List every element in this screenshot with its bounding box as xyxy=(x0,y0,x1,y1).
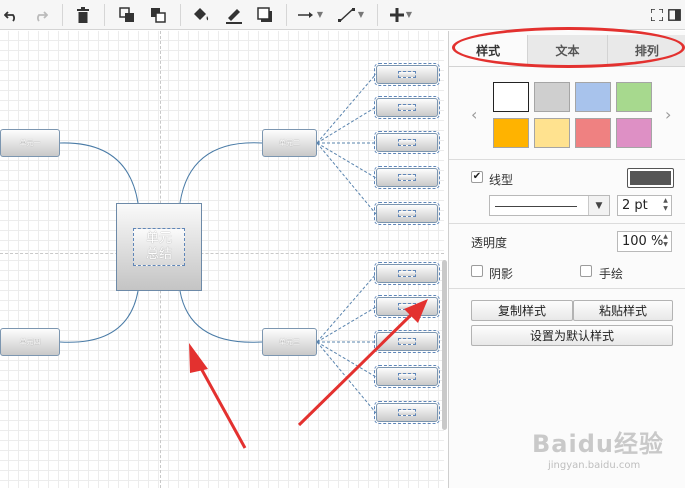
delete-icon[interactable] xyxy=(73,5,93,25)
center-guide-horizontal xyxy=(0,253,444,254)
toolbar-separator xyxy=(286,4,287,26)
fill-color-icon[interactable] xyxy=(192,5,212,25)
shadow-label: 阴影 xyxy=(489,267,514,281)
toolbar-separator xyxy=(180,4,181,26)
subtopic-placeholder xyxy=(398,104,416,111)
to-front-icon[interactable] xyxy=(117,5,137,25)
diagram-canvas[interactable]: 单元一 单元二 单元四 单元三 单元 总结 xyxy=(0,31,444,488)
format-panel: 样式 文本 排列 ‹ › ✔ 线型 ▼ 2 pt ▲▼ xyxy=(448,27,685,488)
subtopic-placeholder xyxy=(398,338,416,345)
style-swatch[interactable] xyxy=(493,82,529,112)
waypoint-icon[interactable]: ▼ xyxy=(336,5,366,25)
tab-style[interactable]: 样式 xyxy=(449,35,528,66)
panel-tabs: 样式 文本 排列 xyxy=(449,35,685,67)
style-swatch[interactable] xyxy=(575,118,611,148)
tab-text[interactable]: 文本 xyxy=(527,35,607,66)
line-pattern-select[interactable]: ▼ xyxy=(489,195,610,216)
connection-icon[interactable]: ▼ xyxy=(295,5,325,25)
subtopic-placeholder xyxy=(398,210,416,217)
subtopic-node[interactable] xyxy=(374,166,440,189)
set-default-style-button[interactable]: 设置为默认样式 xyxy=(471,325,673,346)
opacity-label: 透明度 xyxy=(471,236,508,250)
line-color-picker[interactable] xyxy=(627,168,674,188)
topic-node-4[interactable]: 单元四 xyxy=(0,328,60,356)
line-color-preview xyxy=(630,171,671,185)
style-swatch[interactable] xyxy=(575,82,611,112)
chevron-right-icon[interactable]: › xyxy=(665,105,672,124)
spinner-arrows-icon[interactable]: ▲▼ xyxy=(663,233,668,248)
subtopic-placeholder xyxy=(398,409,416,416)
divider xyxy=(449,288,685,289)
undo-icon[interactable] xyxy=(2,5,22,25)
style-swatch[interactable] xyxy=(534,118,570,148)
line-pattern-preview xyxy=(495,206,577,207)
opacity-value: 100 % xyxy=(622,234,664,249)
subtopic-placeholder xyxy=(398,303,416,310)
subtopic-placeholder xyxy=(398,174,416,181)
shadow-checkbox[interactable] xyxy=(471,265,483,277)
divider xyxy=(449,159,685,160)
root-node[interactable]: 单元 总结 xyxy=(116,203,202,291)
subtopic-placeholder xyxy=(398,71,416,78)
subtopic-node[interactable] xyxy=(374,202,440,225)
topic-node-3[interactable]: 单元三 xyxy=(262,328,317,356)
fullscreen-icon[interactable] xyxy=(649,5,665,25)
subtopic-node[interactable] xyxy=(374,365,440,388)
copy-style-button[interactable]: 复制样式 xyxy=(471,300,573,321)
subtopic-placeholder xyxy=(398,373,416,380)
subtopic-placeholder xyxy=(398,270,416,277)
tab-arrange[interactable]: 排列 xyxy=(606,35,685,66)
subtopic-node[interactable] xyxy=(374,131,440,154)
subtopic-placeholder xyxy=(398,139,416,146)
line-checkbox[interactable]: ✔ xyxy=(471,171,483,183)
topic-node-label: 单元三 xyxy=(279,338,300,346)
topic-node-label: 单元二 xyxy=(279,139,300,147)
shadow-icon[interactable] xyxy=(255,5,275,25)
root-node-label: 单元 总结 xyxy=(133,228,185,266)
subtopic-node[interactable] xyxy=(374,401,440,424)
chevron-left-icon[interactable]: ‹ xyxy=(471,105,478,124)
topic-node-1[interactable]: 单元一 xyxy=(0,129,60,157)
toolbar-separator xyxy=(377,4,378,26)
subtopic-node[interactable] xyxy=(374,63,440,86)
toolbar-separator xyxy=(104,4,105,26)
insert-icon[interactable]: ▼ xyxy=(386,5,416,25)
to-back-icon[interactable] xyxy=(148,5,168,25)
spinner-arrows-icon[interactable]: ▲▼ xyxy=(663,197,668,212)
toolbar: ▼ ▼ ▼ xyxy=(0,0,685,30)
opacity-input[interactable]: 100 % ▲▼ xyxy=(617,231,672,252)
line-width-input[interactable]: 2 pt ▲▼ xyxy=(617,195,672,216)
topic-node-label: 单元一 xyxy=(19,139,41,147)
subtopic-node[interactable] xyxy=(374,295,440,318)
subtopic-node[interactable] xyxy=(374,330,440,353)
sketch-label: 手绘 xyxy=(599,267,624,281)
redo-icon[interactable] xyxy=(30,5,50,25)
paste-style-button[interactable]: 粘贴样式 xyxy=(573,300,673,321)
line-width-value: 2 pt xyxy=(622,198,648,213)
topic-node-2[interactable]: 单元二 xyxy=(262,129,317,157)
panel-toggle-icon[interactable] xyxy=(666,5,682,25)
style-swatches xyxy=(493,82,657,148)
line-color-icon[interactable] xyxy=(224,5,244,25)
style-swatch[interactable] xyxy=(616,82,652,112)
canvas-scrollbar[interactable] xyxy=(442,260,447,430)
line-label: 线型 xyxy=(489,173,514,187)
sketch-checkbox[interactable] xyxy=(580,265,592,277)
style-swatch[interactable] xyxy=(616,118,652,148)
toolbar-separator xyxy=(62,4,63,26)
divider xyxy=(449,223,685,224)
subtopic-node[interactable] xyxy=(374,262,440,285)
style-swatch[interactable] xyxy=(493,118,529,148)
dropdown-arrow-icon[interactable]: ▼ xyxy=(588,196,609,215)
subtopic-node[interactable] xyxy=(374,96,440,119)
topic-node-label: 单元四 xyxy=(19,338,41,346)
style-swatch[interactable] xyxy=(534,82,570,112)
